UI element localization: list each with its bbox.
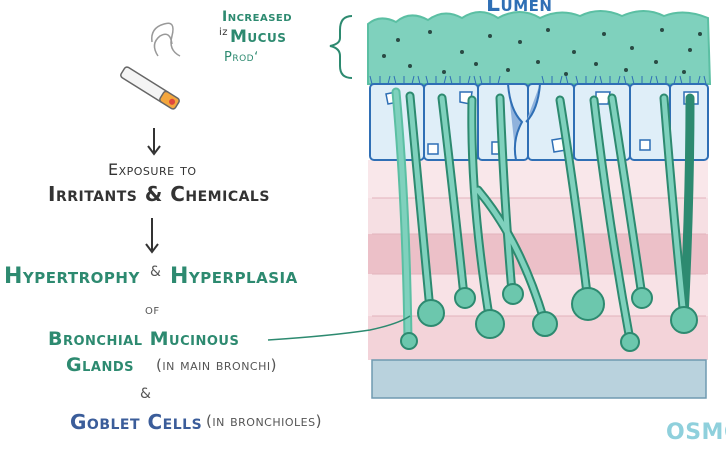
ampersand-label-2: & (140, 386, 152, 402)
mucus-dots (382, 28, 702, 76)
goblet-cell (507, 83, 541, 161)
iz-label: iz (219, 27, 229, 38)
irritants-label: Irritants & Chemicals (48, 182, 270, 206)
hyperplasia-label: Hyperplasia (170, 264, 298, 289)
down-arrow-icon (145, 128, 161, 254)
of-label: of (145, 302, 160, 318)
mucus-label: Mucus (230, 27, 287, 47)
goblet-note-label: (in bronchioles) (206, 412, 322, 430)
mucinous-glands-inner (393, 89, 687, 343)
cigarette-icon (120, 22, 181, 110)
gland-pointer-line (267, 315, 411, 341)
production-label: Prodʻ (224, 50, 259, 65)
cilia (369, 75, 707, 85)
goblet-cells-label: Goblet Cells (70, 410, 203, 434)
lumen-label: Lumen (486, 0, 553, 17)
glands-note-label: (in main bronchi) (156, 356, 277, 374)
brace-icon (329, 15, 353, 79)
ampersand-label: & (150, 264, 162, 280)
increased-label: Increased (222, 9, 293, 25)
hypertrophy-label: Hypertrophy (4, 264, 140, 289)
exposure-label: Exposure to (108, 160, 197, 179)
mucus-layer (367, 10, 712, 85)
gland-acini (400, 283, 698, 352)
osmosis-logo: OSMO (666, 420, 726, 445)
bronchial-mucinous-label: Bronchial Mucinous (48, 328, 240, 350)
glands-label: Glands (66, 354, 134, 376)
